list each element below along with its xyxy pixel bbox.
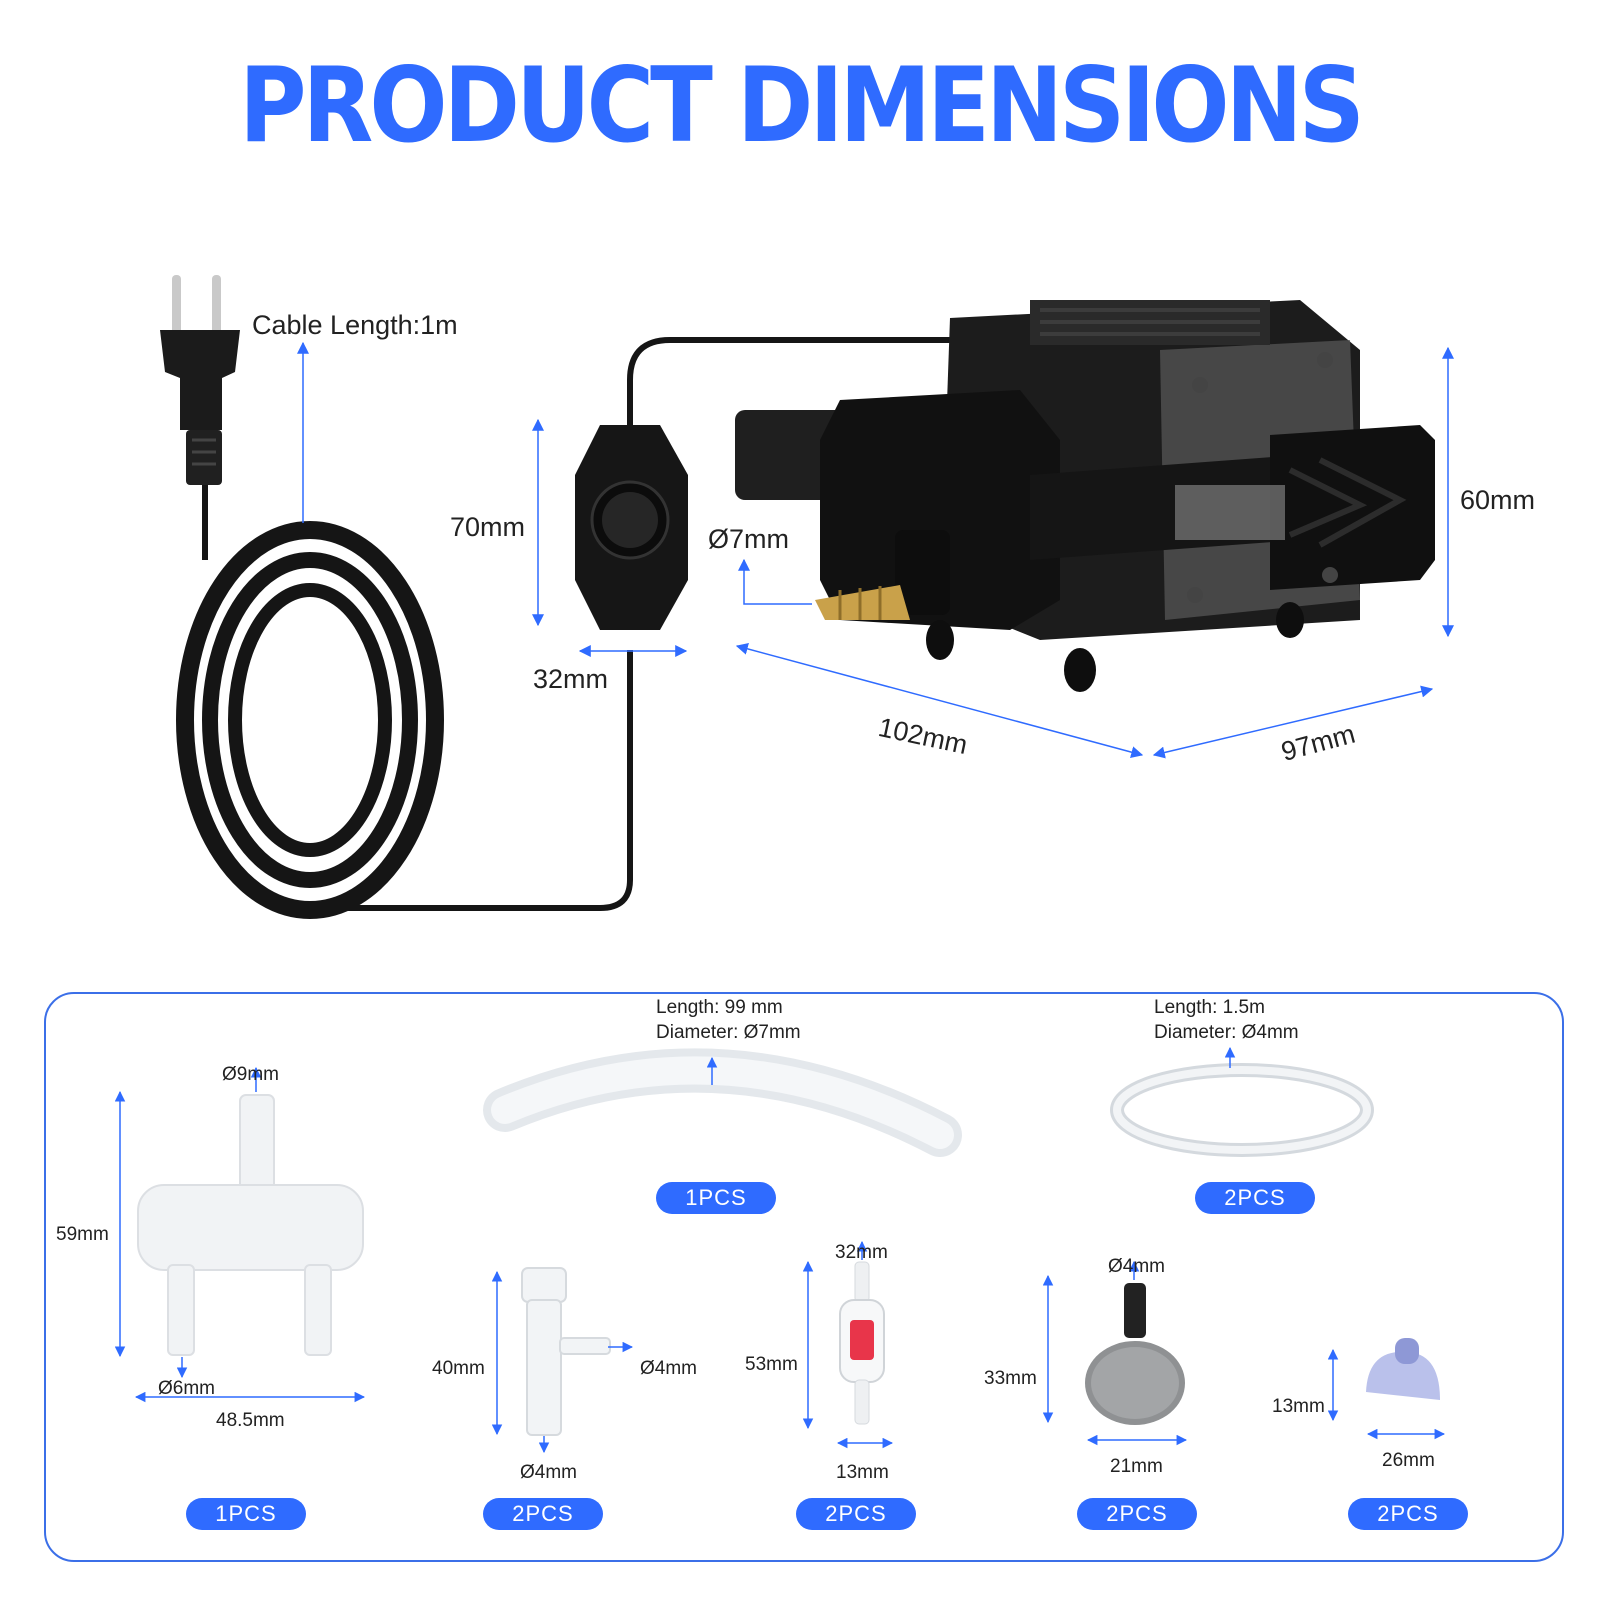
- silicone-hose-icon: [483, 1048, 962, 1157]
- check-valve-height-label: 53mm: [745, 1354, 798, 1375]
- tubing-diameter-label: Diameter: Ø4mm: [1154, 1022, 1299, 1043]
- cable-length-label: Cable Length:1m: [252, 310, 458, 340]
- suction-cup-height-label: 13mm: [1272, 1396, 1325, 1417]
- tubing-coil-icon: [1110, 1063, 1374, 1157]
- splitter-width-label: 48.5mm: [216, 1410, 285, 1431]
- outlet-diameter-label: Ø7mm: [708, 524, 789, 554]
- cable-coil-icon: [176, 337, 960, 919]
- page-title: PRODUCT DIMENSIONS: [239, 45, 1365, 166]
- air-stone-qty-badge: 2PCS: [1077, 1498, 1197, 1530]
- tubing-qty-badge: 2PCS: [1195, 1182, 1315, 1214]
- suction-cup-qty-badge: 2PCS: [1348, 1498, 1468, 1530]
- hose-diameter-label: Diameter: Ø7mm: [656, 1022, 801, 1043]
- controller-height-label: 70mm: [450, 512, 526, 542]
- valve-bottom-label: Ø4mm: [520, 1462, 577, 1483]
- hose-length-label: Length: 99 mm: [656, 997, 783, 1018]
- check-valve-width-label: 13mm: [836, 1462, 889, 1483]
- check-valve-icon: [839, 1261, 885, 1425]
- eu-plug-icon: [160, 275, 240, 485]
- splitter-height-label: 59mm: [56, 1224, 109, 1245]
- control-valve-icon: [521, 1267, 611, 1436]
- air-stone-icon: [1085, 1283, 1185, 1425]
- hose-qty-badge: 1PCS: [656, 1182, 776, 1214]
- suction-cup-icon: [1366, 1338, 1440, 1400]
- suction-cup-width-label: 26mm: [1382, 1450, 1435, 1471]
- air-stone-top-label: Ø4mm: [1108, 1256, 1165, 1277]
- tubing-length-label: Length: 1.5m: [1154, 997, 1265, 1018]
- air-stone-height-label: 33mm: [984, 1368, 1037, 1389]
- splitter-bottom-label: Ø6mm: [158, 1378, 215, 1399]
- accessories-panel: [44, 992, 1564, 1562]
- check-valve-qty-badge: 2PCS: [796, 1498, 916, 1530]
- valve-side-label: Ø4mm: [640, 1358, 697, 1379]
- air-stone-width-label: 21mm: [1110, 1456, 1163, 1477]
- controller-width-label: 32mm: [533, 664, 609, 694]
- air-pump-icon: [735, 300, 1435, 692]
- splitter-qty-badge: 1PCS: [186, 1498, 306, 1530]
- valve-height-label: 40mm: [432, 1358, 485, 1379]
- air-splitter-icon: [137, 1094, 364, 1356]
- pump-height-label: 60mm: [1460, 485, 1536, 515]
- valve-qty-badge: 2PCS: [483, 1498, 603, 1530]
- check-valve-top-label: 32mm: [835, 1242, 888, 1263]
- dimmer-switch-icon: [575, 425, 688, 630]
- product-illustration: [160, 275, 1454, 919]
- splitter-top-label: Ø9mm: [222, 1064, 279, 1085]
